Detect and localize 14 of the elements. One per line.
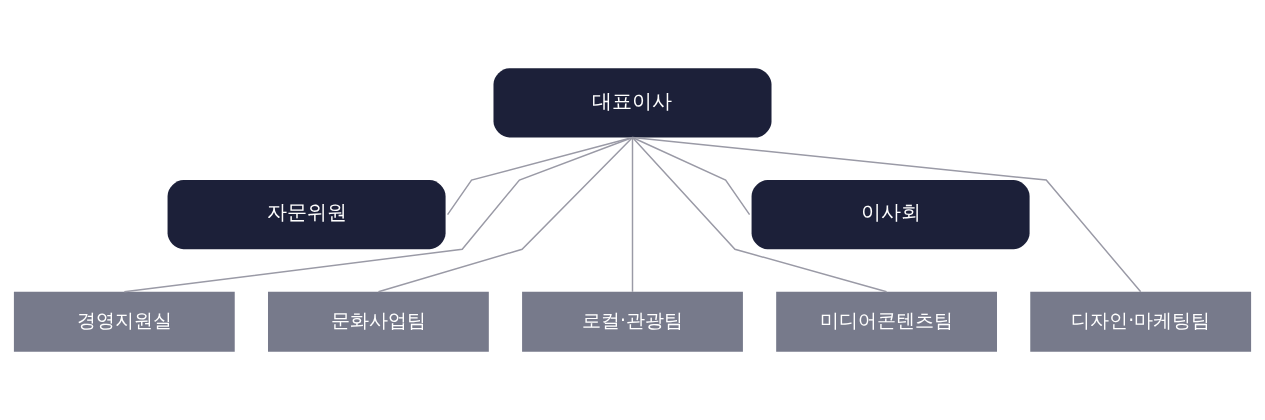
connector bbox=[631, 136, 888, 293]
connector bbox=[377, 136, 634, 293]
node-box: 문화사업팀 bbox=[268, 291, 489, 352]
node-box: 자문위원 bbox=[167, 180, 446, 250]
node-box: 로컬·관광팀 bbox=[522, 291, 743, 352]
connector bbox=[631, 136, 634, 293]
node-box: 대표이사 bbox=[493, 68, 772, 138]
connector bbox=[123, 136, 634, 293]
connector bbox=[631, 136, 1142, 293]
node-box: 디자인·마케팅팀 bbox=[1030, 291, 1252, 352]
connector bbox=[631, 136, 751, 216]
node-box: 이사회 bbox=[751, 180, 1030, 250]
node-box: 경영지원실 bbox=[13, 291, 235, 352]
node-box: 미디어콘텐츠팀 bbox=[776, 291, 997, 352]
